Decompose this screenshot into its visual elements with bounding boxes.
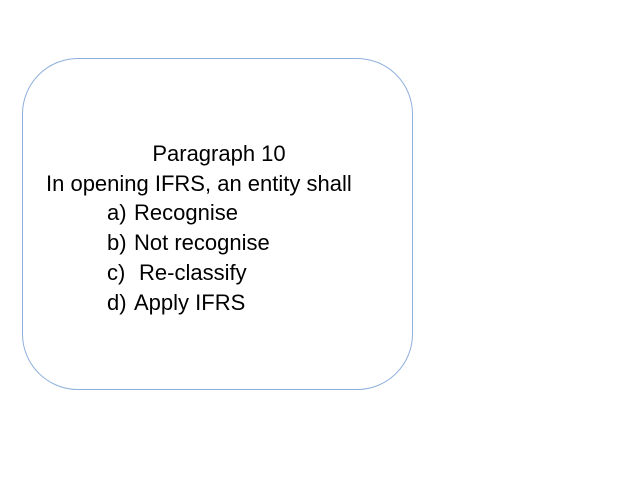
answer-option-c: c) Re-classify: [107, 260, 270, 290]
answer-option-b: b) Not recognise: [107, 230, 270, 260]
option-marker-c: c): [107, 260, 126, 285]
answer-options-list: a) Recognise b) Not recognise c) Re-clas…: [107, 200, 270, 320]
answer-option-a: a) Recognise: [107, 200, 270, 230]
page-title: Paragraph 10: [152, 141, 286, 166]
question-card: [22, 58, 413, 390]
option-text-b: Not recognise: [134, 230, 270, 255]
question-text: In opening IFRS, an entity shall: [46, 171, 352, 196]
answer-option-d: d) Apply IFRS: [107, 290, 270, 320]
option-marker-a: a): [107, 200, 127, 225]
option-text-a: Recognise: [134, 200, 238, 225]
option-text-d: Apply IFRS: [134, 290, 246, 315]
option-text-c: Re-classify: [139, 260, 247, 285]
option-marker-b: b): [107, 230, 127, 255]
option-marker-d: d): [107, 290, 127, 315]
